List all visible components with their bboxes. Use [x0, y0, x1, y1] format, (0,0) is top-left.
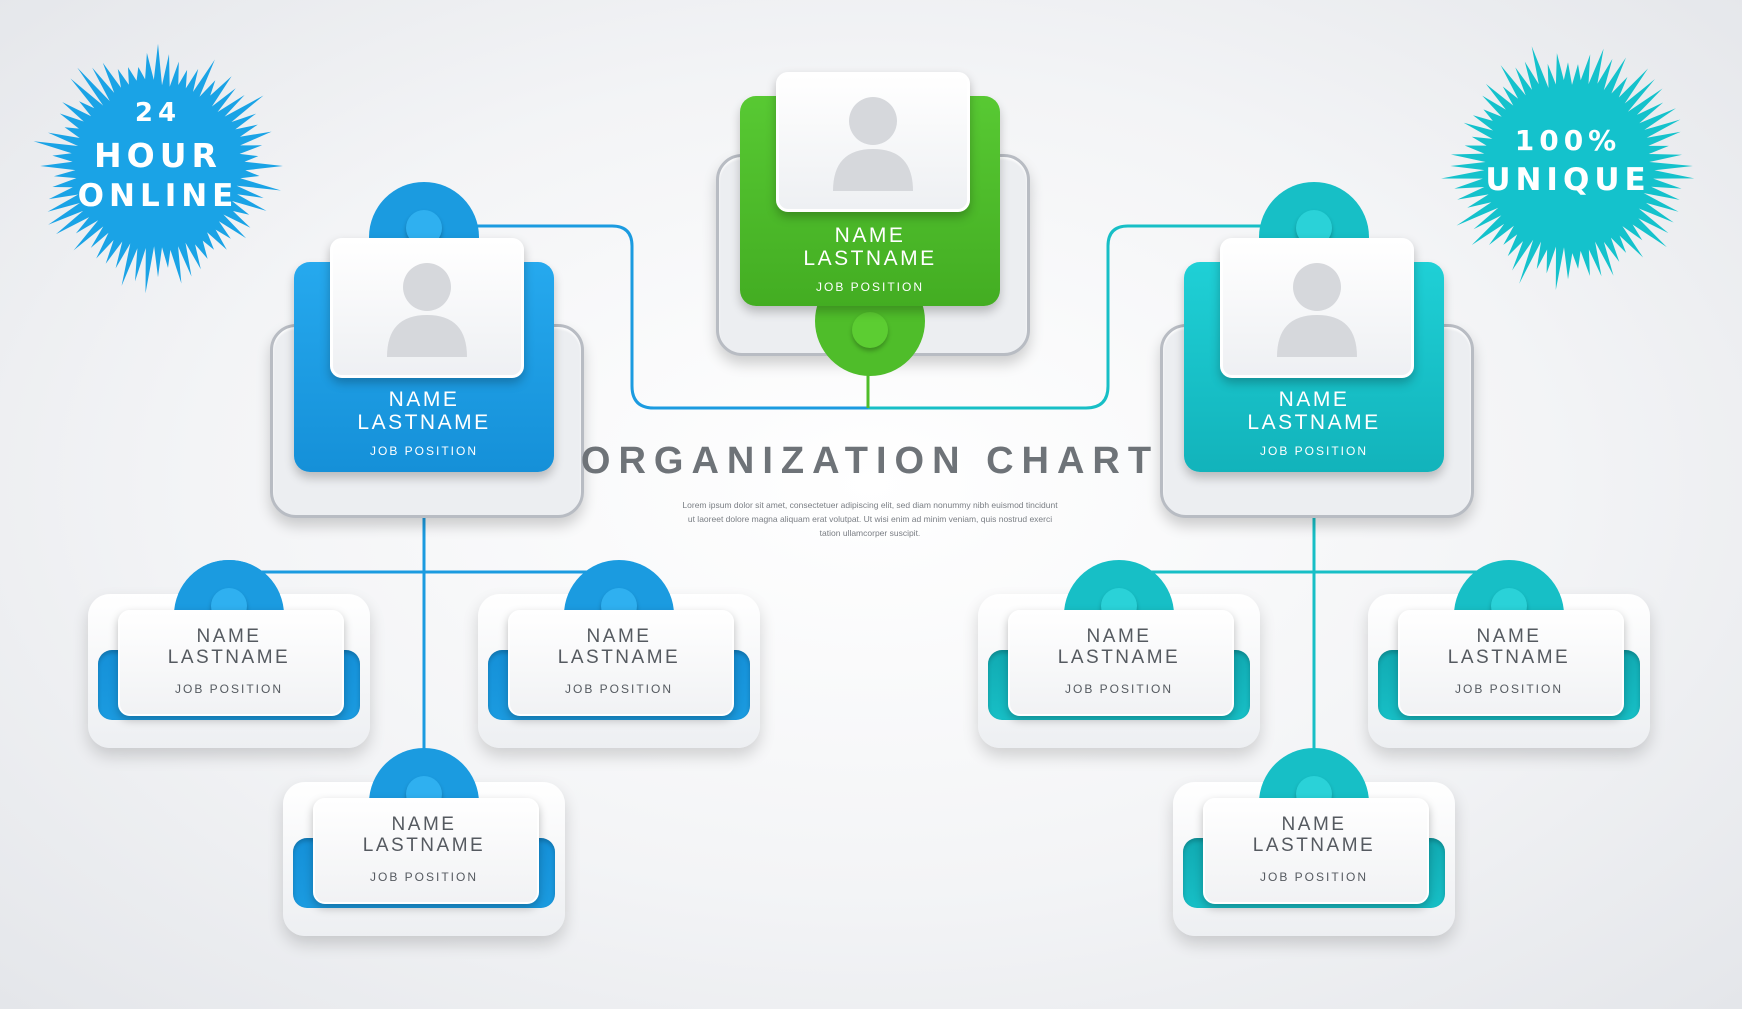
node-top-photo — [776, 72, 970, 212]
node-right-staff-1: NAME LASTNAME JOB POSITION — [978, 560, 1260, 754]
burst-shape-icon — [1441, 46, 1695, 291]
node-right-staff-2: NAME LASTNAME JOB POSITION — [1368, 560, 1650, 754]
diagram-title: ORGANIZATION CHART — [580, 440, 1160, 482]
staff-position: JOB POSITION — [174, 682, 283, 696]
staff-name: NAME LASTNAME — [1057, 626, 1181, 668]
badge-24-hour-online: 24 HOUR ONLINE — [30, 38, 286, 294]
badge-right-line-1: 100% — [1514, 124, 1622, 157]
node-left-manager: NAME LASTNAME JOB POSITION — [270, 182, 584, 518]
badge-left-line-1: 24 — [134, 98, 182, 128]
node-left-position: JOB POSITION — [369, 444, 478, 458]
node-right-staff-3: NAME LASTNAME JOB POSITION — [1173, 748, 1455, 942]
user-avatar-icon — [1277, 263, 1357, 357]
node-right-name: NAME LASTNAME — [1247, 388, 1381, 434]
staff-name: NAME LASTNAME — [1252, 814, 1376, 856]
staff-name: NAME LASTNAME — [362, 814, 486, 856]
staff-position: JOB POSITION — [564, 682, 673, 696]
node-left-name: NAME LASTNAME — [357, 388, 491, 434]
node-top: NAME LASTNAME JOB POSITION — [716, 72, 1030, 376]
node-right-photo — [1220, 238, 1414, 378]
user-avatar-icon — [387, 263, 467, 357]
staff-name: NAME LASTNAME — [167, 626, 291, 668]
staff-position: JOB POSITION — [1454, 682, 1563, 696]
connector-top-left — [422, 224, 868, 410]
user-avatar-icon — [833, 97, 913, 191]
node-right-manager: NAME LASTNAME JOB POSITION — [1160, 182, 1474, 518]
staff-position: JOB POSITION — [369, 870, 478, 884]
staff-position: JOB POSITION — [1259, 870, 1368, 884]
node-left-staff-2: NAME LASTNAME JOB POSITION — [478, 560, 760, 754]
node-left-photo — [330, 238, 524, 378]
node-top-name: NAME LASTNAME — [803, 224, 937, 270]
badge-left-line-2: HOUR — [94, 136, 222, 175]
connector-top-right — [868, 224, 1312, 410]
node-top-position: JOB POSITION — [815, 280, 924, 294]
staff-name: NAME LASTNAME — [557, 626, 681, 668]
staff-name: NAME LASTNAME — [1447, 626, 1571, 668]
diagram-description: Lorem ipsum dolor sit amet, consectetuer… — [682, 500, 1058, 538]
staff-position: JOB POSITION — [1064, 682, 1173, 696]
node-left-staff-1: NAME LASTNAME JOB POSITION — [88, 560, 370, 754]
badge-right-line-2: UNIQUE — [1485, 162, 1651, 198]
burst-shape-icon — [33, 43, 283, 294]
node-left-staff-3: NAME LASTNAME JOB POSITION — [283, 748, 565, 942]
badge-left-line-3: ONLINE — [77, 178, 239, 214]
badge-100-unique: 100% UNIQUE — [1440, 38, 1696, 294]
node-right-position: JOB POSITION — [1259, 444, 1368, 458]
